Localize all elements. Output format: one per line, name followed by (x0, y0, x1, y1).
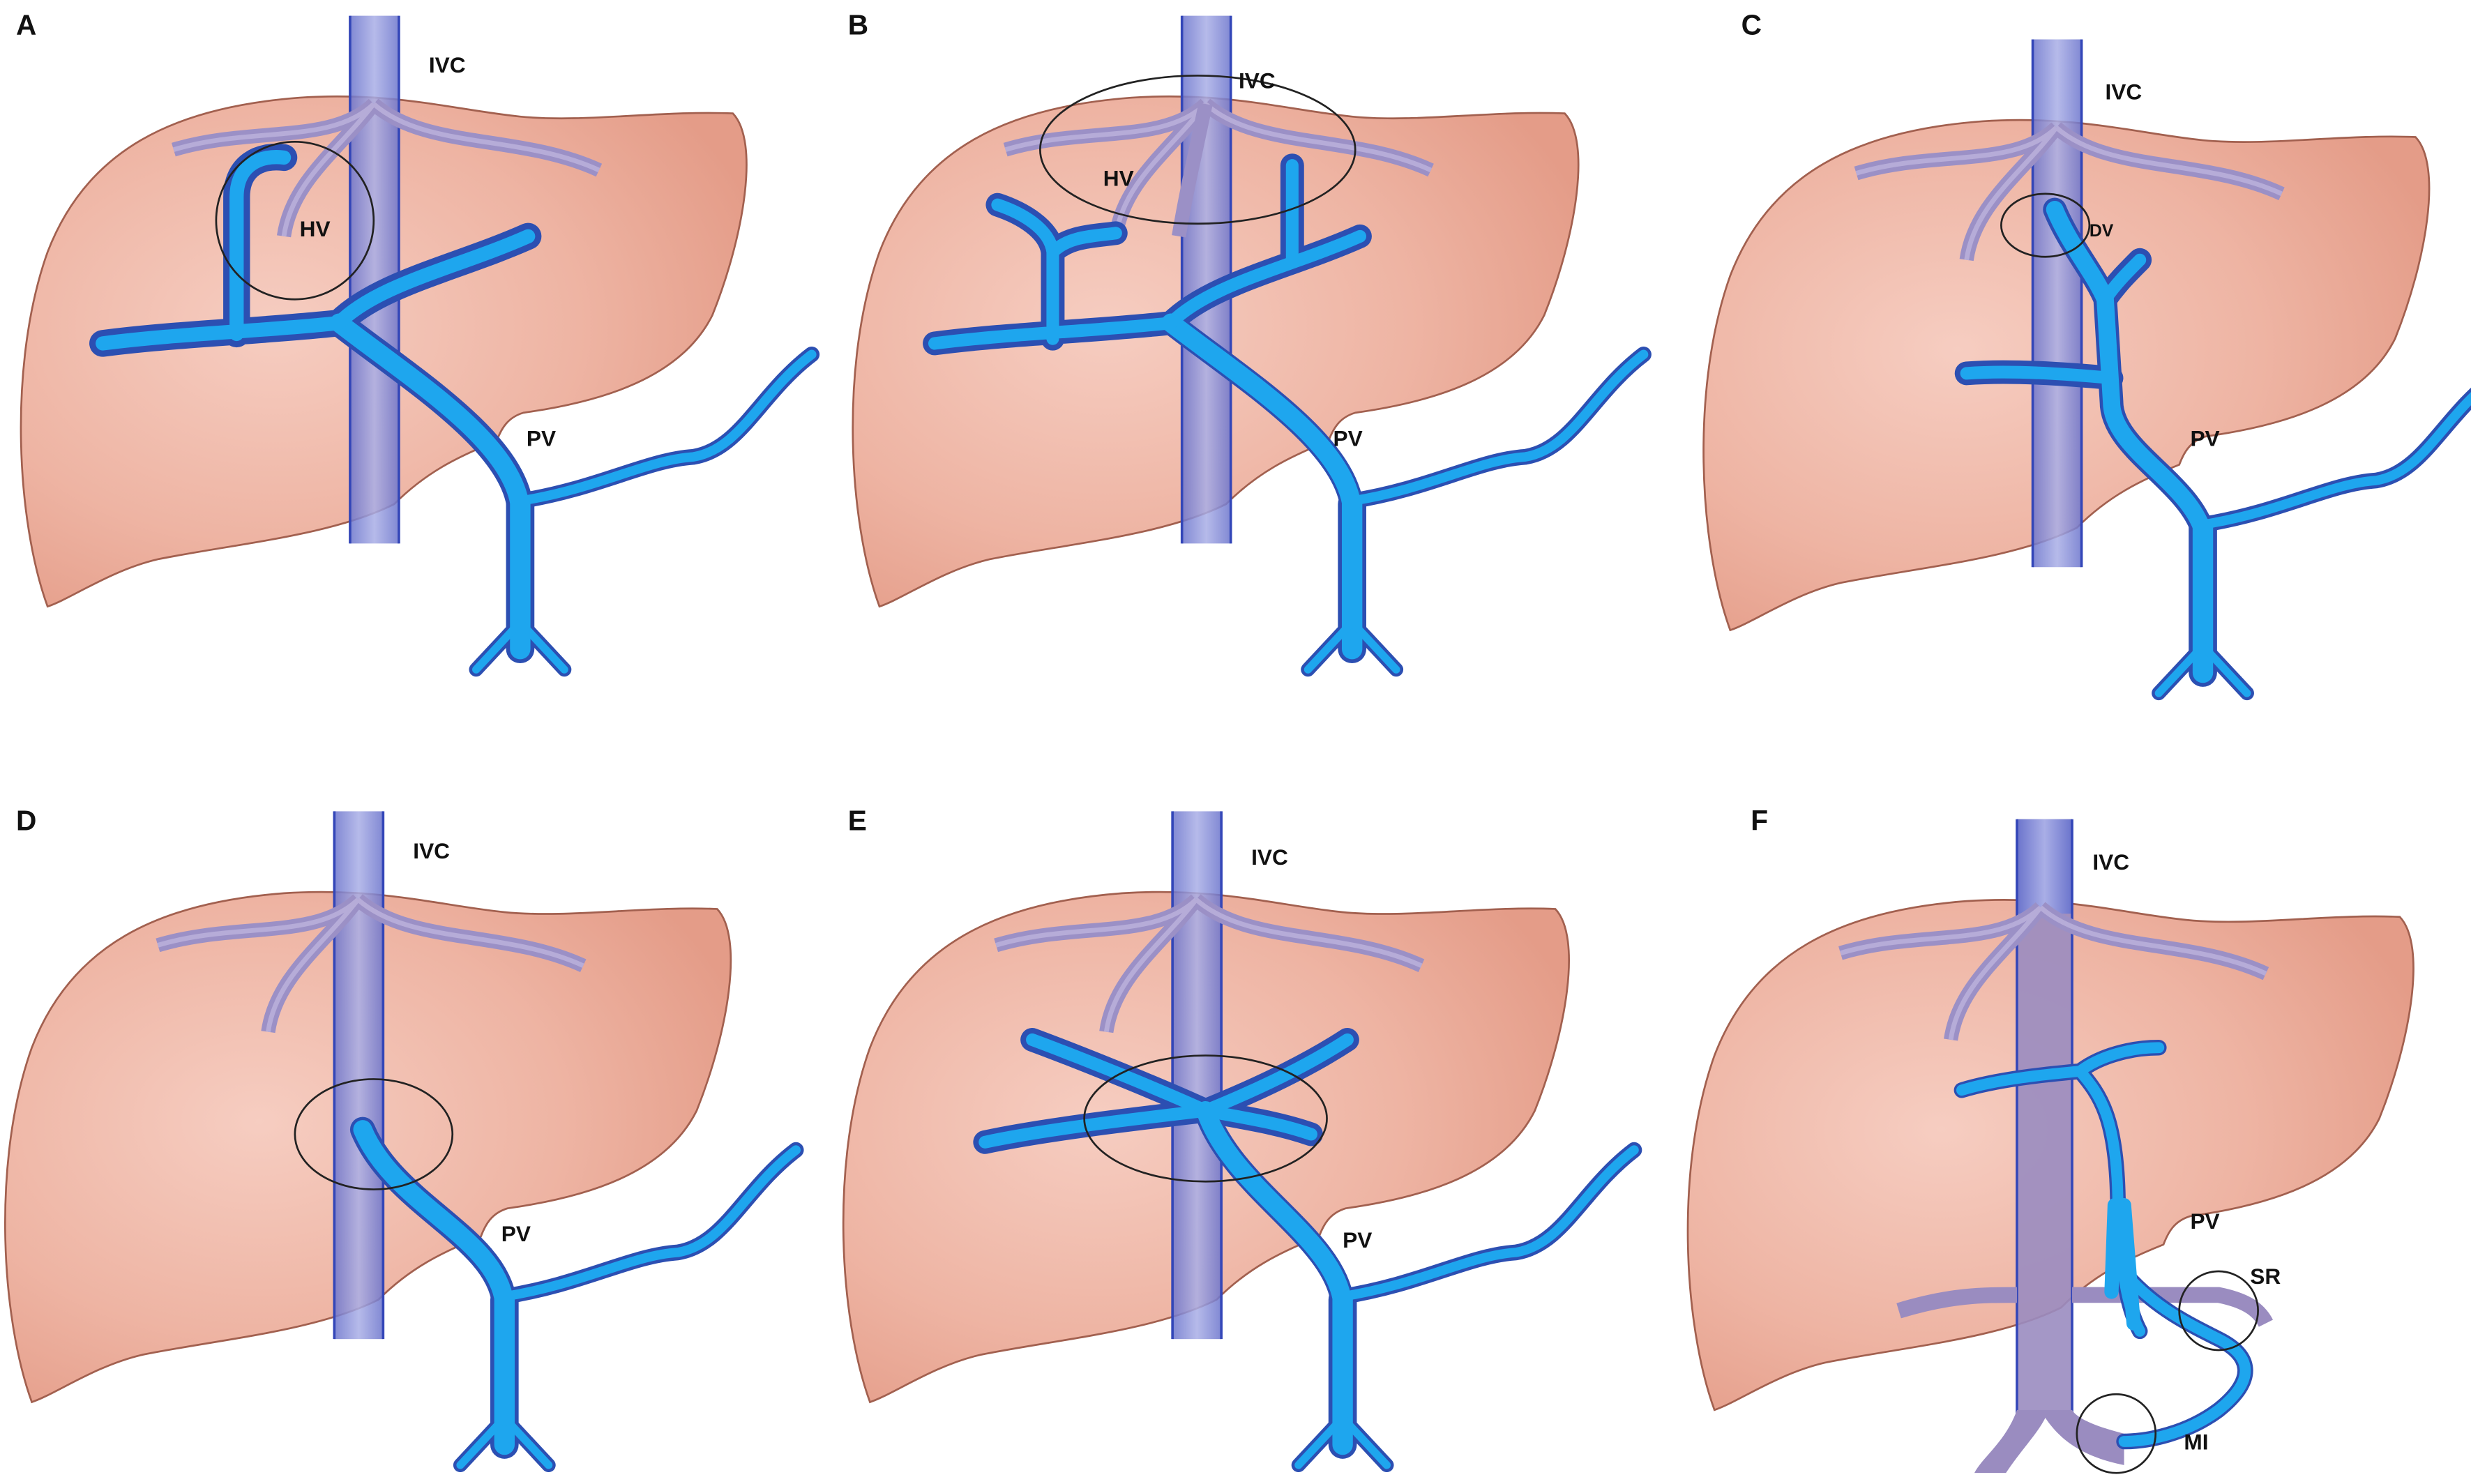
panel-letter: C (1741, 9, 1762, 41)
splenic-vein (1896, 1287, 2274, 1328)
panel-letter: A (16, 9, 36, 41)
ivc-label: IVC (429, 52, 466, 77)
panel-letter: F (1751, 805, 1768, 837)
ivc-label: IVC (2105, 79, 2142, 104)
inferior-vena-cava (1171, 810, 1223, 1340)
pv-label: PV (1333, 425, 1363, 450)
portal-vein (923, 153, 1644, 669)
highlight-ellipse (2000, 192, 2091, 258)
pv-label: PV (2190, 425, 2219, 450)
panel-letter: B (848, 9, 868, 41)
panel-letter: E (848, 805, 867, 837)
pv-label: PV (2190, 1209, 2219, 1234)
portal-vein (349, 1116, 796, 1465)
pv-label: PV (1343, 1227, 1372, 1252)
sr-label: SR (2250, 1264, 2281, 1289)
highlight-ellipse (1083, 1054, 1328, 1183)
portal-vein (89, 143, 812, 669)
panel-c: C IVC DV PV (1702, 9, 2471, 693)
mi-label: MI (2184, 1429, 2208, 1454)
portal-vein (1954, 1039, 2253, 1450)
highlight-ellipse (1039, 75, 1357, 225)
pv-label: PV (527, 425, 556, 450)
highlight-circle (215, 140, 375, 301)
ivc-label: IVC (1251, 845, 1288, 870)
highlight-ellipse (294, 1078, 454, 1190)
portal-vein (973, 1028, 1634, 1465)
panel-letter: D (16, 805, 36, 837)
inferior-vena-cava (333, 810, 385, 1340)
hepatic-vein-middle (1172, 103, 1213, 238)
ivc-label: IVC (1239, 68, 1276, 93)
ivc-label: IVC (413, 838, 450, 863)
panel-a: A IVC HV PV (16, 9, 812, 669)
panel-d: D IVC PV (4, 805, 796, 1465)
pv-label: PV (501, 1221, 531, 1246)
panel-f: F IVC PV SR MI (1686, 805, 2415, 1474)
hv-label: HV (1103, 166, 1134, 191)
mi-highlight-circle (2076, 1393, 2157, 1474)
panel-b: B IVC HV PV (848, 9, 1644, 669)
hv-label: HV (300, 216, 331, 241)
panel-e: E IVC PV (842, 805, 1634, 1465)
portal-vein (1954, 197, 2471, 693)
ivc-label: IVC (2092, 849, 2129, 874)
inferior-vena-cava (2031, 38, 2083, 569)
sr-highlight-circle (2178, 1270, 2259, 1352)
dv-label: DV (2090, 222, 2114, 241)
